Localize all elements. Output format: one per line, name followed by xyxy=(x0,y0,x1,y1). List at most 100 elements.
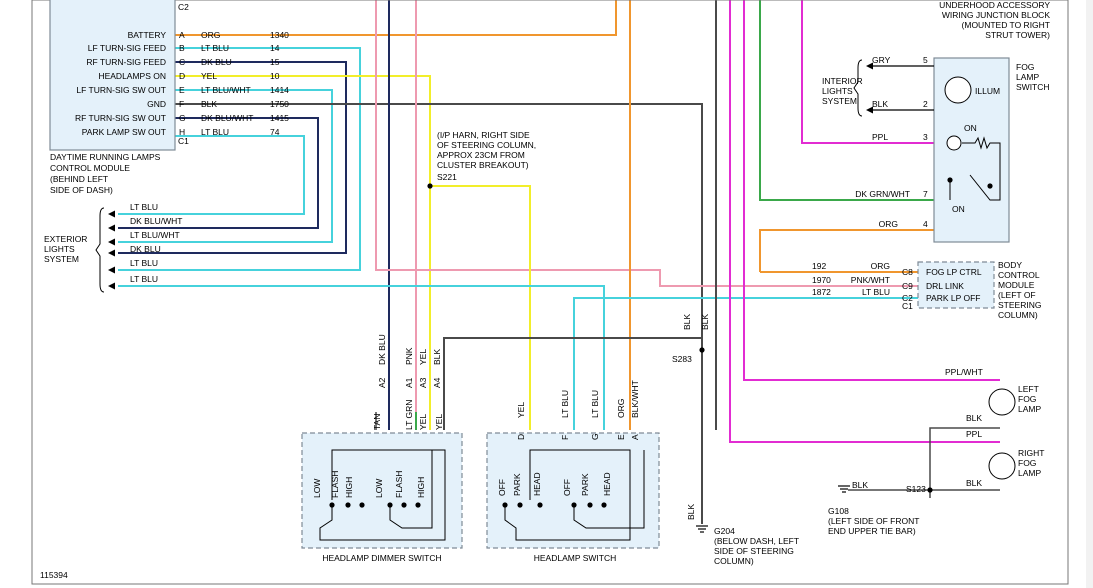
hs-node-4 xyxy=(571,502,577,508)
fog-pin-number-4: 4 xyxy=(923,219,928,229)
drl-pin-letter-H: H xyxy=(179,127,185,137)
dimmer-bottom-wire-1: TAN xyxy=(372,414,382,430)
hs-pin-A: A xyxy=(630,434,640,440)
g204-label-line-2: (BELOW DASH, LEFT xyxy=(714,536,799,546)
dimmer-switch-box xyxy=(301,432,463,549)
dimmer-pos-5: FLASH xyxy=(394,471,404,498)
hs-wire-A: BLK/WHT xyxy=(630,380,640,418)
g108-label-line-1: G108 xyxy=(828,506,849,516)
exterior-arrow-4 xyxy=(108,249,115,257)
drl-pin-label-E: LF TURN-SIG SW OUT xyxy=(76,85,166,95)
exterior-wire-label-6: LT BLU xyxy=(130,274,158,284)
wire-lt-blu-bcm-c2 xyxy=(573,297,918,430)
drl-connector-top: C2 xyxy=(178,2,189,12)
exterior-wire-label-4: DK BLU xyxy=(130,244,161,254)
fog-pin-number-3: 3 xyxy=(923,132,928,142)
drl-pin-circuit-D: 10 xyxy=(270,71,280,81)
wire-ppl-wht-left-fog xyxy=(743,0,1000,381)
bcm-pin-C9: C9 xyxy=(902,281,913,291)
bcm-label-line-6: COLUMN) xyxy=(998,310,1038,320)
g204-label-line-4: COLUMN) xyxy=(714,556,754,566)
hs-wire-F: LT BLU xyxy=(560,390,570,418)
dimmer-node-2 xyxy=(345,502,351,508)
bcm-wire-C8: ORG xyxy=(871,261,890,271)
underhood-label-line-1: UNDERHOOD ACCESSORY xyxy=(939,0,1050,10)
g204-wire: BLK xyxy=(686,504,696,520)
dimmer-node-4 xyxy=(387,502,393,508)
exterior-arrow-3 xyxy=(108,238,115,246)
dimmer-top-wire-A2: DK BLU xyxy=(377,334,387,365)
wire-lf-turn-feed xyxy=(118,47,361,271)
s221-label: S221 xyxy=(437,172,457,182)
right-fog-lamp-label-line-1: RIGHT xyxy=(1018,448,1044,458)
exterior-wire-label-3: LT BLU/WHT xyxy=(130,230,180,240)
wire-ext-lt-blu-g xyxy=(118,285,605,430)
drl-pin-wire-A: ORG xyxy=(201,30,220,40)
underhood-label-line-3: (MOUNTED TO RIGHT xyxy=(962,20,1050,30)
exterior-arrow-6 xyxy=(108,282,115,290)
dimmer-pos-1: LOW xyxy=(312,479,322,498)
right-fog-lamp-bulb xyxy=(988,452,1016,480)
drl-pin-letter-E: E xyxy=(179,85,185,95)
bcm-circuit-C8: 192 xyxy=(812,261,826,271)
fog-switch-label-line-3: SWITCH xyxy=(1016,82,1050,92)
splice-s283 xyxy=(699,347,705,353)
exterior-arrow-2 xyxy=(108,224,115,232)
left-fog-lamp-label-line-3: LAMP xyxy=(1018,404,1041,414)
left-fog-feed-wire: PPL/WHT xyxy=(945,367,983,377)
drl-pin-letter-A: A xyxy=(179,30,185,40)
exterior-brace xyxy=(95,207,105,293)
drl-module-box xyxy=(49,0,176,151)
wire-ppl-right-fog xyxy=(729,0,1000,443)
splice-s123 xyxy=(927,487,933,493)
hs-pin-D: D xyxy=(516,434,526,440)
dimmer-bottom-wire-4: YEL xyxy=(434,414,444,430)
drl-connector-bottom: C1 xyxy=(178,136,189,146)
fog-switch-illum-bulb xyxy=(944,76,972,104)
underhood-label-line-2: WIRING JUNCTION BLOCK xyxy=(942,10,1050,20)
drl-pin-label-H: PARK LAMP SW OUT xyxy=(82,127,166,137)
drl-pin-letter-G: G xyxy=(179,113,186,123)
dimmer-node-3 xyxy=(359,502,365,508)
figure-id: 115394 xyxy=(40,570,68,580)
fog-pin-wire-3: PPL xyxy=(872,132,888,142)
fog-switch-node-b xyxy=(987,183,993,189)
dimmer-pos-2: FLASH xyxy=(330,471,340,498)
right-fog-lamp-label-line-3: LAMP xyxy=(1018,468,1041,478)
fog-pin-wire-4: ORG xyxy=(879,219,898,229)
headlamp-switch-label: HEADLAMP SWITCH xyxy=(534,553,617,563)
fog-blk-arrow xyxy=(866,106,873,114)
hs-node-6 xyxy=(601,502,607,508)
wire-org-fog-4 xyxy=(759,229,934,272)
bcm-label-line-4: (LEFT OF xyxy=(998,290,1036,300)
hs-contacts-2 xyxy=(573,450,645,529)
bcm-fn-C8: FOG LP CTRL xyxy=(926,267,982,277)
left-fog-ground-wire: BLK xyxy=(966,413,982,423)
drl-module-caption-line-1: DAYTIME RUNNING LAMPS xyxy=(50,152,161,162)
fog-pin-number-7: 7 xyxy=(923,189,928,199)
fog-pin-wire-7: DK GRN/WHT xyxy=(855,189,910,199)
hs-pos-2: PARK xyxy=(512,473,522,496)
bcm-fn-C9: DRL LINK xyxy=(926,281,964,291)
bcm-wire-C9: PNK/WHT xyxy=(851,275,890,285)
wire-ppl-fog-3 xyxy=(801,0,934,144)
fog-pin-wire-2: BLK xyxy=(872,99,888,109)
fog-switch-contacts xyxy=(962,136,1001,201)
wire-battery-org xyxy=(175,0,617,36)
wire-drl-gnd xyxy=(175,103,703,338)
bcm-circuit-C2: 1872 xyxy=(812,287,831,297)
interior-brace xyxy=(853,59,863,117)
drl-pin-circuit-A: 1340 xyxy=(270,30,289,40)
dimmer-bottom-wire-2: LT GRN xyxy=(404,400,414,430)
dimmer-node-6 xyxy=(415,502,421,508)
dimmer-node-5 xyxy=(401,502,407,508)
dimmer-switch-label: HEADLAMP DIMMER SWITCH xyxy=(322,553,441,563)
hs-pin-G: G xyxy=(590,433,600,440)
bcm-wire-C2: LT BLU xyxy=(862,287,890,297)
drl-pin-wire-B: LT BLU xyxy=(201,43,229,53)
dimmer-top-wire-A1: PNK xyxy=(404,347,414,365)
drl-module-caption-line-4: SIDE OF DASH) xyxy=(50,185,113,195)
drl-pin-letter-D: D xyxy=(179,71,185,81)
hs-wire-E: ORG xyxy=(616,399,626,418)
dimmer-top-pin-A2: A2 xyxy=(377,377,387,388)
